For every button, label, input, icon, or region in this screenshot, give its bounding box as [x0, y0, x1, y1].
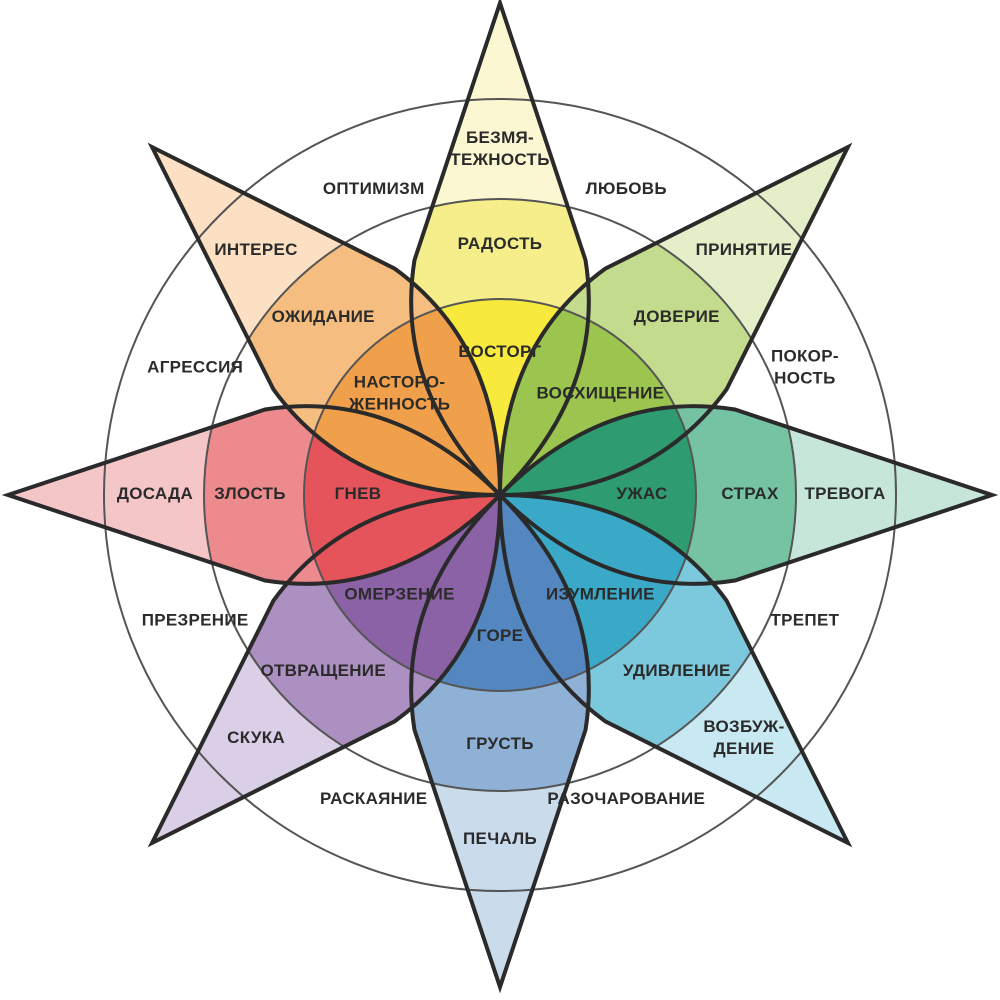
rings: [103, 98, 897, 892]
emotion-label-насторо-женность: НАСТОРО-ЖЕННОСТЬ: [348, 373, 450, 414]
combination-label-любовь: ЛЮБОВЬ: [586, 180, 667, 199]
emotion-label-горе: ГОРЕ: [477, 626, 524, 645]
emotion-label-ожидание: ОЖИДАНИЕ: [272, 308, 375, 327]
emotion-label-восторг: ВОСТОРГ: [458, 342, 541, 361]
emotion-label-радость: РАДОСТЬ: [458, 234, 543, 253]
petal-outline: [147, 492, 503, 848]
emotion-label-ужас: УЖАС: [616, 484, 667, 503]
emotion-label-интерес: ИНТЕРЕС: [214, 241, 297, 260]
outer-ring: [103, 98, 897, 892]
emotion-label-досада: ДОСАДА: [117, 484, 193, 503]
combination-labels: ЛЮБОВЬ ПОКОР-НОСТЬ ТРЕПЕТ РАЗОЧАРОВАНИЕ РАСК…: [142, 180, 840, 809]
emotion-label-страх: СТРАХ: [721, 484, 779, 503]
petal-inner-band: [304, 495, 501, 691]
petal-outline: [497, 142, 853, 498]
petal-inner-band: [500, 495, 696, 691]
emotion-label-гнев: ГНЕВ: [335, 484, 382, 503]
emotion-label-изумление: ИЗУМЛЕНИЕ: [546, 585, 655, 604]
combination-label-трепет: ТРЕПЕТ: [770, 611, 839, 630]
combination-label-раскаяние: РАСКАЯНИЕ: [320, 789, 427, 808]
petal-middle-band: [500, 495, 796, 791]
petal-middle-band: [204, 495, 501, 791]
middle-ring: [203, 198, 797, 792]
emotion-label-скука: СКУКА: [227, 728, 285, 747]
emotion-label-возбуж-дение: ВОЗБУЖ-ДЕНИЕ: [703, 717, 784, 758]
petal-outline: [409, 0, 591, 498]
emotion-label-омерзение: ОМЕРЗЕНИЕ: [344, 585, 454, 604]
combination-label-разочарование: РАЗОЧАРОВАНИЕ: [547, 789, 705, 808]
emotion-label-тревога: ТРЕВОГА: [804, 484, 885, 503]
emotion-label-удивление: УДИВЛЕНИЕ: [623, 661, 731, 680]
petal-middle-band: [500, 199, 796, 496]
emotion-label-печаль: ПЕЧАЛЬ: [463, 829, 537, 848]
petal-inner-band: [500, 299, 696, 496]
emotion-label-доверие: ДОВЕРИЕ: [634, 308, 720, 327]
combination-label-оптимизм: ОПТИМИЗМ: [323, 180, 425, 199]
petal-outline: [497, 404, 999, 586]
petal-outline: [409, 492, 591, 994]
emotion-labels: ВОСТОРГ РАДОСТЬ БЕЗМЯ-ТЕЖНОСТЬ ВОСХИЩЕНИЕ ДО…: [117, 128, 885, 848]
emotion-label-восхищение: ВОСХИЩЕНИЕ: [537, 384, 665, 403]
petal-outline: [147, 142, 503, 498]
combination-label-покор-ность: ПОКОР-НОСТЬ: [771, 347, 839, 388]
emotion-label-безмя-тежность: БЕЗМЯ-ТЕЖНОСТЬ: [450, 128, 549, 169]
emotion-label-злость: ЗЛОСТЬ: [214, 484, 286, 503]
emotion-label-отвращение: ОТВРАЩЕНИЕ: [260, 661, 386, 680]
combination-label-презрение: ПРЕЗРЕНИЕ: [142, 611, 249, 630]
emotion-label-грусть: ГРУСТЬ: [466, 734, 534, 753]
emotion-label-принятие: ПРИНЯТИЕ: [696, 241, 793, 260]
petal-outline: [497, 492, 853, 848]
combination-label-агрессия: АГРЕССИЯ: [147, 358, 243, 377]
petal-outline: [1, 404, 503, 586]
inner-ring: [303, 298, 697, 692]
